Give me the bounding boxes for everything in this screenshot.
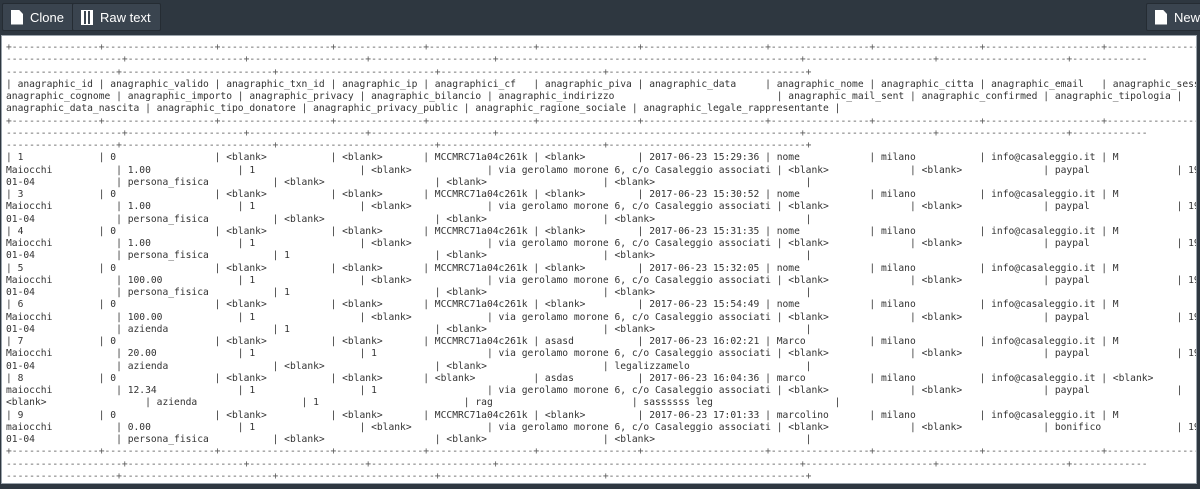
table-border-line: --------------------+-------------------… — [6, 458, 1148, 470]
table-border-line: -------------------+--------------------… — [6, 470, 812, 482]
table-border-line: +---------------+-------------------+---… — [6, 115, 1197, 127]
raw-text-button[interactable]: Raw text — [72, 3, 161, 31]
table-row-line: maiocchi | 12.34 | 1 | 1 | via gerolamo … — [6, 385, 1183, 396]
table-border-line: +---------------+-------------------+---… — [6, 42, 1197, 53]
table-header-line: | anagraphic_id | anagraphic_valido | an… — [6, 78, 1197, 90]
table-row-line: Maiocchi | 100.00 | 1 | <blank> | via ge… — [6, 274, 1197, 286]
table-row-line: | 8 | 0 | <blank> | <blank> | <blank> | … — [6, 372, 1197, 384]
table-header-line: anagraphic_cognome | anagraphic_importo … — [6, 91, 1183, 102]
new-label: New — [1174, 9, 1200, 25]
document-icon — [11, 9, 23, 25]
table-border-line: -------------------+--------------------… — [6, 140, 812, 151]
raw-text-icon — [81, 9, 93, 25]
table-row-line: | 9 | 0 | <blank> | <blank> | MCCMRC71a0… — [6, 409, 1197, 421]
table-row-line: 01-04 | persona_fisica | 1 | <blank> | <… — [6, 250, 812, 262]
table-row-line: | 4 | 0 | <blank> | <blank> | MCCMRC71a0… — [6, 225, 1197, 237]
table-row-line: Maiocchi | 1.00 | 1 | <blank> | via gero… — [6, 164, 1197, 176]
table-row-line: | 3 | 0 | <blank> | <blank> | MCCMRC71a0… — [6, 189, 1197, 200]
table-row-line: 01-04 | azienda | <blank> | <blank> | le… — [6, 360, 812, 372]
table-row-line: maiocchi | 0.00 | 1 | <blank> | via gero… — [6, 421, 1197, 433]
table-row-line: 01-04 | azienda | 1 | <blank> | <blank> … — [6, 323, 812, 335]
table-border-line: -------------------+--------------------… — [6, 66, 812, 78]
table-border-line: --------------------+-------------------… — [6, 54, 1148, 66]
table-row-line: | 5 | 0 | <blank> | <blank> | MCCMRC71a0… — [6, 262, 1197, 274]
toolbar: Clone Raw text New — [0, 0, 1200, 34]
table-row-line: 01-04 | persona_fisica | <blank> | <blan… — [6, 176, 812, 188]
table-border-line: +---------------+-------------------+---… — [6, 446, 1197, 458]
table-row-line: 01-04 | persona_fisica | <blank> | <blan… — [6, 213, 812, 225]
raw-text-panel: +---------------+-------------------+---… — [1, 35, 1197, 484]
table-row-line: 01-04 | persona_fisica | 1 | <blank> | <… — [6, 287, 812, 298]
new-button[interactable]: New — [1146, 3, 1200, 31]
table-header-line: anagraphic_data_nascita | anagraphic_tip… — [6, 103, 841, 115]
ascii-table: +---------------+-------------------+---… — [6, 42, 1197, 483]
table-row-line: Maiocchi | 1.00 | 1 | <blank> | via gero… — [6, 238, 1197, 249]
table-border-line: --------------------+-------------------… — [6, 127, 1148, 139]
table-row-line: Maiocchi | 100.00 | 1 | <blank> | via ge… — [6, 311, 1197, 323]
clone-label: Clone — [30, 9, 64, 25]
clone-button[interactable]: Clone — [2, 3, 74, 31]
table-row-line: Maiocchi | 20.00 | 1 | 1 | via gerolamo … — [6, 348, 1197, 360]
table-row-line: <blank> | azienda | 1 | rag | sassssss l… — [6, 397, 841, 409]
table-row-line: | 7 | 0 | <blank> | <blank> | MCCMRC71a0… — [6, 336, 1197, 347]
document-icon — [1155, 9, 1167, 25]
table-row-line: 01-04 | persona_fisica | <blank> | <blan… — [6, 434, 812, 445]
table-row-line: | 6 | 0 | <blank> | <blank> | MCCMRC71a0… — [6, 299, 1197, 311]
raw-text-label: Raw text — [100, 9, 151, 25]
table-row-line: Maiocchi | 1.00 | 1 | <blank> | via gero… — [6, 201, 1197, 213]
table-row-line: | 1 | 0 | <blank> | <blank> | MCCMRC71a0… — [6, 152, 1197, 164]
